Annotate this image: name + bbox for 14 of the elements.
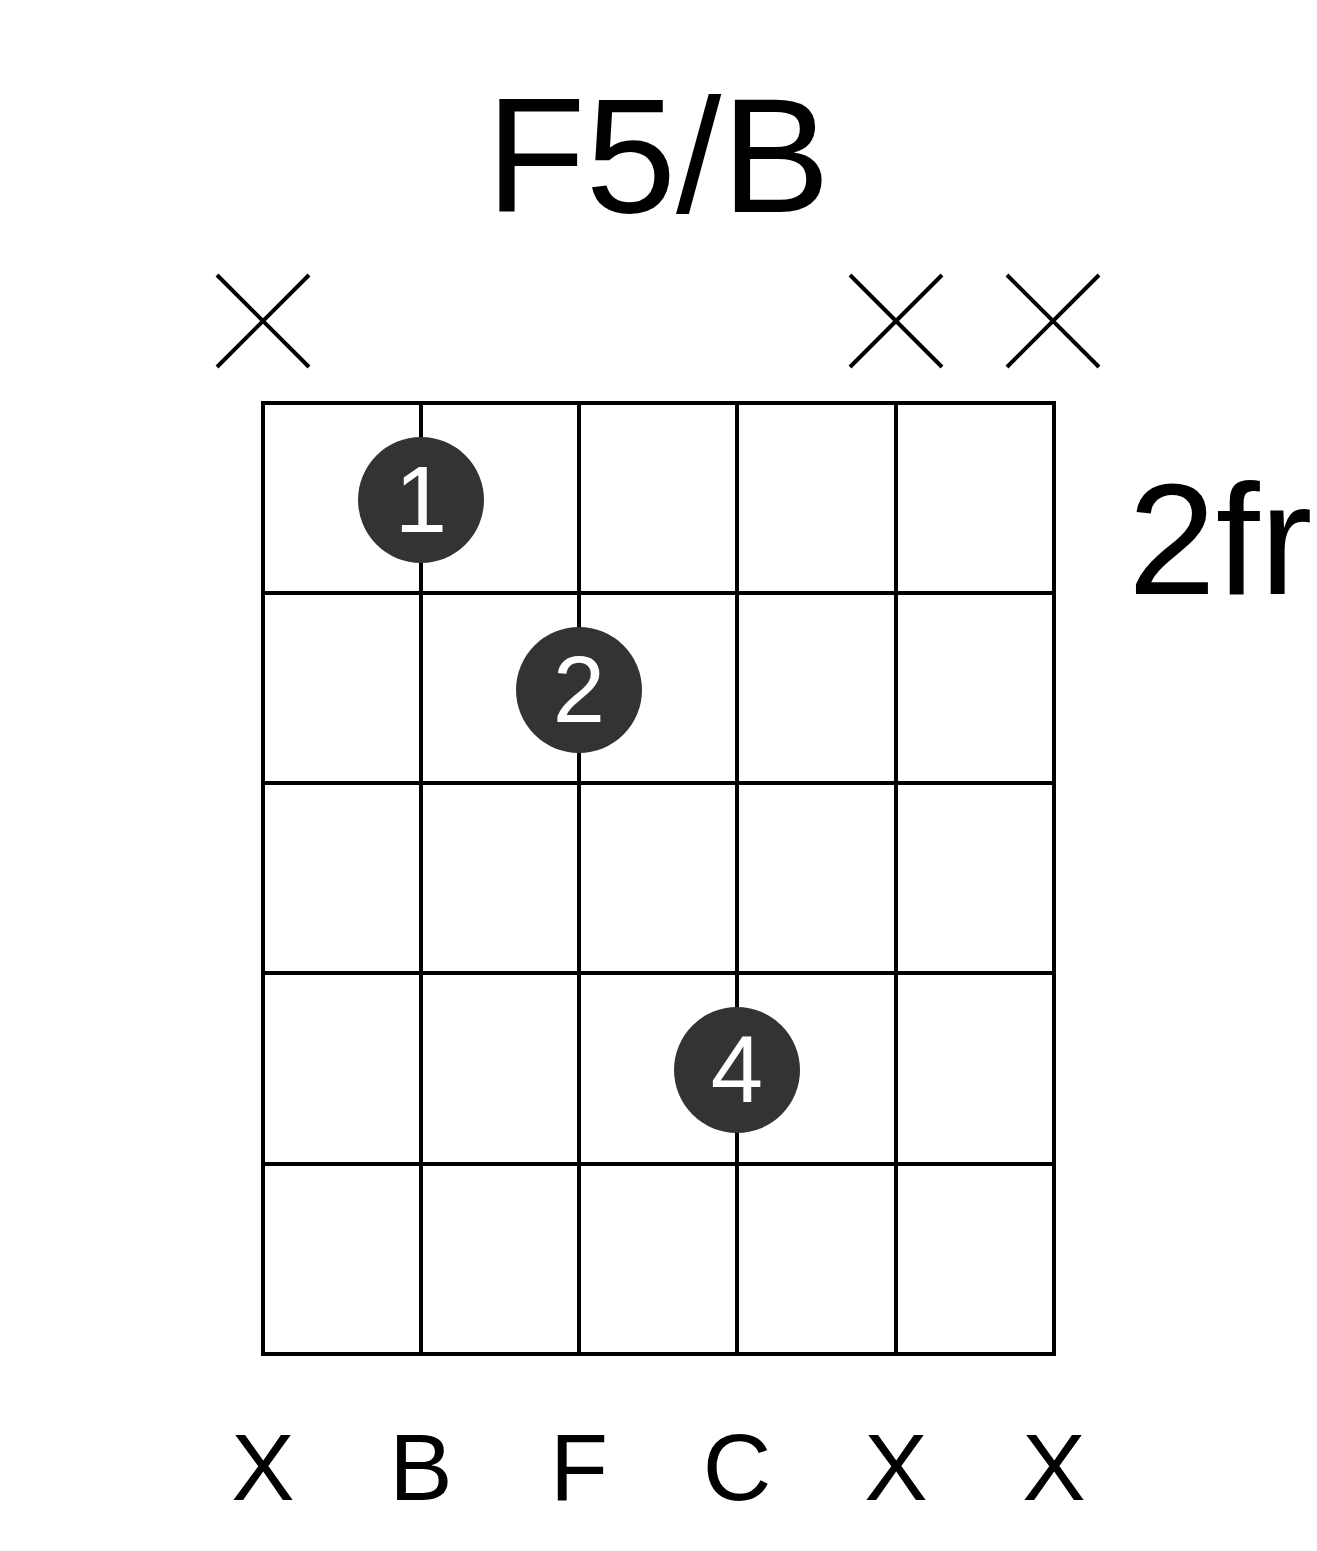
string-note-label: C	[702, 1420, 772, 1515]
chord-title: F5/B	[485, 74, 831, 237]
mute-x-icon	[847, 272, 945, 370]
string-note-label: X	[1022, 1420, 1086, 1515]
string-note-label: F	[550, 1420, 608, 1515]
string-note-label: X	[231, 1420, 295, 1515]
finger-number: 4	[710, 1023, 764, 1117]
finger-number: 1	[394, 453, 448, 547]
mute-x-icon	[214, 272, 312, 370]
mute-x-icon	[1004, 272, 1102, 370]
finger-number: 2	[552, 643, 606, 737]
fret-position-label: 2fr	[1128, 460, 1313, 618]
string-note-label: B	[389, 1420, 453, 1515]
string-note-label: X	[864, 1420, 928, 1515]
